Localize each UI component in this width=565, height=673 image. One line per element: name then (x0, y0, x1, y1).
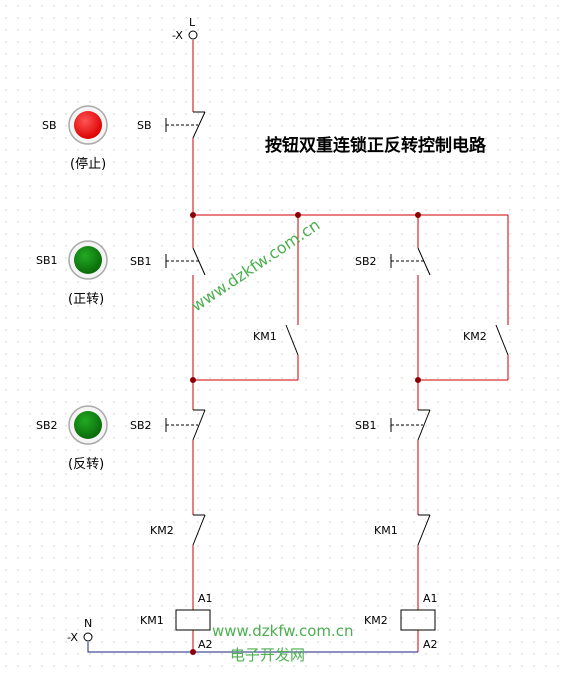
watermark-bottom-url: www.dzkfw.com.cn (212, 622, 354, 640)
neutral-terminal-label: N (84, 617, 92, 630)
left-sb1-no-contact (165, 247, 206, 276)
km1-a1-label: A1 (198, 592, 213, 605)
km2-coil-label: KM2 (364, 614, 388, 627)
forward-button-label: SB1 (36, 254, 58, 267)
left-km2-nc-contact (192, 514, 206, 546)
junction-nodes (190, 212, 421, 655)
km1-coil (175, 609, 211, 631)
right-km2-hold-contact (495, 324, 509, 356)
stop-push-button[interactable] (68, 105, 108, 145)
right-sb2-no-contact (390, 247, 431, 276)
right-km1-nc-contact (417, 514, 431, 546)
neutral-terminal-prefix: -X (67, 631, 78, 644)
right-start-contact-label: SB2 (355, 255, 377, 268)
diagram-title: 按钮双重连锁正反转控制电路 (265, 135, 487, 156)
km2-a2-label: A2 (423, 638, 438, 651)
km2-a1-label: A1 (423, 592, 438, 605)
left-start-contact-label: SB1 (130, 255, 152, 268)
contact-symbols (165, 111, 509, 631)
stop-button-caption: (停止) (70, 156, 106, 172)
left-sb2-nc-contact (165, 409, 206, 441)
left-interlock-contact-label: KM2 (150, 524, 174, 537)
left-hold-contact-label: KM1 (253, 330, 277, 343)
neutral-wire (87, 642, 418, 653)
left-km1-hold-contact (285, 324, 299, 356)
km1-coil-label: KM1 (140, 614, 164, 627)
stop-nc-contact (165, 111, 206, 139)
neutral-terminal (83, 632, 93, 642)
right-hold-contact-label: KM2 (463, 330, 487, 343)
line-terminal (188, 30, 198, 40)
stop-contact-label: SB (137, 119, 152, 132)
watermark-bottom-name: 电子开发网 (230, 646, 305, 664)
left-interlock-button-label: SB2 (130, 419, 152, 432)
right-sb1-nc-contact (390, 409, 431, 441)
km2-coil (400, 609, 436, 631)
line-terminal-label: L (189, 16, 196, 29)
forward-button-caption: (正转) (68, 292, 104, 307)
control-wiring (192, 40, 509, 652)
stop-button-label: SB (42, 119, 57, 132)
reverse-push-button[interactable] (68, 405, 108, 445)
reverse-button-label: SB2 (36, 419, 58, 432)
km1-a2-label: A2 (198, 638, 213, 651)
line-terminal-prefix: -X (172, 29, 183, 42)
right-interlock-button-label: SB1 (355, 419, 377, 432)
right-interlock-contact-label: KM1 (374, 524, 398, 537)
forward-push-button[interactable] (68, 240, 108, 280)
reverse-button-caption: (反转) (68, 457, 104, 472)
